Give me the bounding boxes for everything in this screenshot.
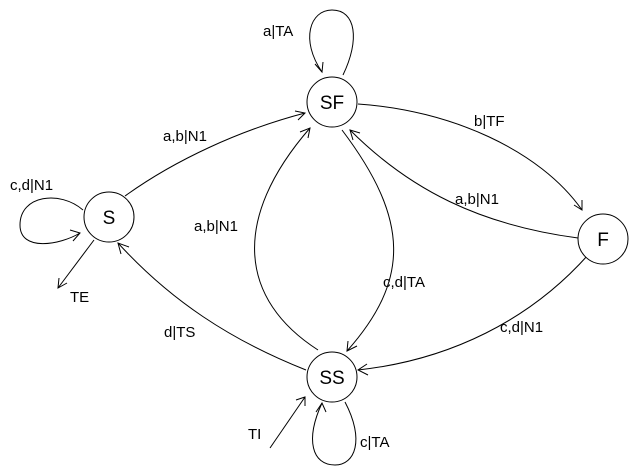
arrowhead-sf-to-ss xyxy=(346,340,358,352)
arrowhead-s-exit xyxy=(57,277,68,289)
edge-sf-to-ss xyxy=(341,129,395,352)
state-ss: SS xyxy=(306,351,358,403)
arrowhead-ss-to-sf xyxy=(299,127,311,139)
edge-labels: a|TA a,b|N1 b|TF c,d|N1 a,b|N1 a,b|N1 c,… xyxy=(10,23,543,451)
edge-s-exit xyxy=(57,239,95,289)
state-sf-circle xyxy=(306,76,358,128)
arrowhead-ss-to-s xyxy=(117,242,130,255)
states: SF S F SS xyxy=(83,76,629,403)
state-s-circle xyxy=(83,191,135,243)
edge-ss-entry xyxy=(269,396,306,449)
edge-sf-self xyxy=(309,9,354,76)
label-sf-to-ss: c,d|TA xyxy=(383,274,425,291)
edge-ss-self xyxy=(312,401,357,466)
arrowhead-f-to-ss xyxy=(357,363,369,376)
edges xyxy=(19,9,589,466)
state-s: S xyxy=(83,191,135,243)
state-f-label: F xyxy=(597,230,609,251)
label-ss-self: c|TA xyxy=(360,434,389,451)
edge-ss-to-sf xyxy=(254,127,319,351)
state-sf: SF xyxy=(306,76,358,128)
arrowhead-sf-to-f xyxy=(573,200,583,211)
edge-s-to-sf xyxy=(124,112,306,197)
edge-f-to-ss xyxy=(357,254,589,371)
label-ss-entry: TI xyxy=(248,426,261,443)
edge-ss-to-s xyxy=(117,242,307,371)
label-sf-to-f: b|TF xyxy=(474,113,505,130)
arrowhead-ss-entry xyxy=(295,396,306,406)
label-s-to-sf: a,b|N1 xyxy=(163,128,207,145)
state-f-circle xyxy=(577,213,629,265)
edge-s-self xyxy=(19,197,84,245)
arrowhead-sf-self xyxy=(314,61,324,74)
state-ss-circle xyxy=(306,351,358,403)
label-ss-to-sf: a,b|N1 xyxy=(194,218,238,235)
state-sf-label: SF xyxy=(320,93,344,114)
state-ss-label: SS xyxy=(319,368,344,389)
edge-f-to-sf xyxy=(349,129,579,239)
state-s-label: S xyxy=(103,208,116,229)
label-sf-self: a|TA xyxy=(263,23,293,40)
label-ss-to-s: d|TS xyxy=(164,324,195,341)
edge-sf-to-f xyxy=(357,103,583,211)
arrowhead-s-to-sf xyxy=(294,110,307,121)
arrowhead-f-to-sf xyxy=(349,129,361,141)
label-s-self: c,d|N1 xyxy=(10,177,53,194)
arrowhead-s-self xyxy=(69,229,81,242)
label-f-to-sf: a,b|N1 xyxy=(455,191,499,208)
state-f: F xyxy=(577,213,629,265)
label-f-to-ss: c,d|N1 xyxy=(500,319,543,336)
label-s-exit: TE xyxy=(70,289,89,306)
arrowhead-ss-self xyxy=(315,401,327,413)
